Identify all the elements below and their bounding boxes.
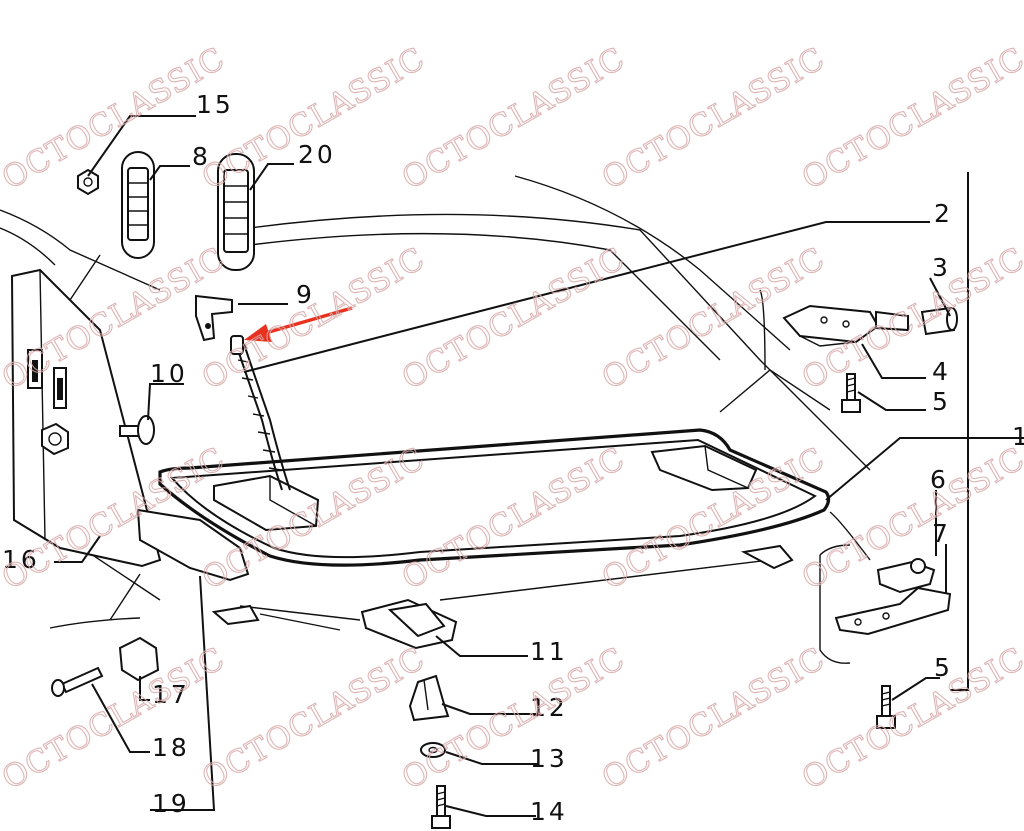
watermark-text: OCTOCLASSIC xyxy=(796,40,1024,197)
part-labels: 1 2 3 4 5 5 6 7 8 9 10 11 12 13 14 15 16… xyxy=(2,90,1024,826)
part-20-grille xyxy=(217,153,255,271)
watermark-text: OCTOCLASSIC xyxy=(396,440,631,597)
part-7-plate xyxy=(834,586,952,636)
label-9: 9 xyxy=(296,280,315,309)
watermark-text: OCTOCLASSIC xyxy=(596,640,831,797)
watermark-layer: OCTOCLASSICOCTOCLASSICOCTOCLASSICOCTOCLA… xyxy=(0,40,1024,798)
label-20: 20 xyxy=(298,140,336,169)
label-10: 10 xyxy=(150,359,188,388)
label-4: 4 xyxy=(932,357,951,386)
label-8: 8 xyxy=(192,142,211,171)
label-11: 11 xyxy=(530,637,568,666)
label-5b: 5 xyxy=(934,653,953,682)
label-15: 15 xyxy=(196,90,234,119)
watermark-text: OCTOCLASSIC xyxy=(396,240,631,397)
label-16: 16 xyxy=(2,545,40,574)
watermark-text: OCTOCLASSIC xyxy=(0,640,231,797)
part-14-screw xyxy=(431,785,451,829)
support-cord xyxy=(230,335,291,491)
label-5a: 5 xyxy=(932,387,951,416)
parcel-shelf xyxy=(136,428,831,582)
label-1: 1 xyxy=(1012,422,1024,451)
watermark-text: OCTOCLASSIC xyxy=(396,40,631,197)
label-17: 17 xyxy=(152,680,190,709)
highlight-arrow xyxy=(244,306,353,342)
part-5-screw-top xyxy=(841,373,861,413)
label-6: 6 xyxy=(930,465,949,494)
part-18-bolt xyxy=(51,666,104,697)
label-13: 13 xyxy=(530,744,568,773)
label-12: 12 xyxy=(530,693,568,722)
side-trim-panel xyxy=(10,268,162,568)
part-12-bump-stop xyxy=(408,674,450,722)
label-7: 7 xyxy=(932,519,951,548)
part-11-bracket xyxy=(211,544,794,650)
part-13-washer xyxy=(420,742,446,758)
part-8-grille-small xyxy=(121,151,155,259)
part-9-clip xyxy=(195,294,233,342)
watermark-text: OCTOCLASSIC xyxy=(796,640,1024,797)
label-14: 14 xyxy=(530,797,568,826)
part-6-latch xyxy=(876,558,936,594)
part-15-clip xyxy=(77,168,99,196)
leader-lines xyxy=(54,115,1024,817)
label-2: 2 xyxy=(934,199,953,228)
part-4-hinge-bracket xyxy=(782,304,909,347)
part-5-screw-bottom xyxy=(876,685,896,729)
watermark-text: OCTOCLASSIC xyxy=(596,40,831,197)
label-18: 18 xyxy=(152,733,190,762)
watermark-text: OCTOCLASSIC xyxy=(196,640,431,797)
part-10-pin xyxy=(119,415,155,445)
part-17-nut xyxy=(118,636,160,682)
label-3: 3 xyxy=(932,253,951,282)
label-19: 19 xyxy=(152,789,190,818)
